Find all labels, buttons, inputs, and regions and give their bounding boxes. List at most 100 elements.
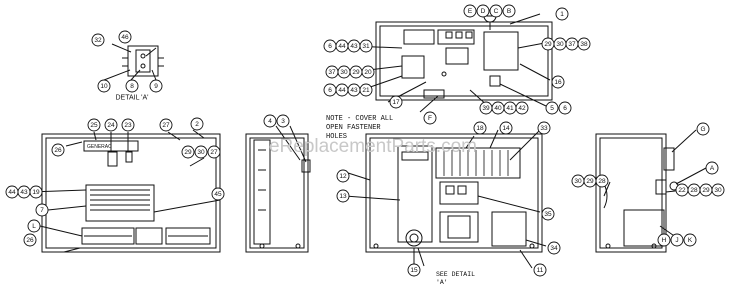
note-line-2: OPEN FASTENER (326, 124, 381, 132)
callout-label: 37 (328, 69, 336, 76)
callout-circle (541, 207, 555, 221)
callout-c37a: 37 (565, 37, 579, 51)
callout-label: 34 (550, 245, 558, 252)
callout-c37b: 37 (325, 65, 339, 79)
callout-c25: 25 (87, 118, 101, 132)
callout-label: 7 (40, 207, 44, 214)
callout-label: 27 (162, 122, 170, 129)
callout-circle (125, 79, 139, 93)
callout-c28b: 28 (687, 183, 701, 197)
callout-c44c: 44 (335, 83, 349, 97)
callout-label: 19 (32, 189, 40, 196)
callout-label: 27 (210, 149, 218, 156)
callout-c41: 41 (503, 101, 517, 115)
callout-c35: 35 (541, 207, 555, 221)
callout-c19: 19 (29, 185, 43, 199)
callout-cF: F (423, 111, 437, 125)
callout-label: 22 (678, 187, 686, 194)
callout-label: 1 (560, 11, 564, 18)
callout-label: B (507, 8, 511, 15)
callout-cA: A (705, 161, 719, 175)
callout-circle (27, 219, 41, 233)
detail-a-caption: DETAIL 'A' (115, 95, 148, 102)
callout-label: 43 (20, 189, 28, 196)
callout-c30e: 30 (711, 183, 725, 197)
callout-label: 30 (197, 149, 205, 156)
callout-c10: 10 (97, 79, 111, 93)
callout-cE: E (463, 4, 477, 18)
callout-label: 21 (362, 87, 370, 94)
callout-c29e: 29 (699, 183, 713, 197)
callout-c38: 38 (577, 37, 591, 51)
callout-circle (104, 118, 118, 132)
callout-c31: 31 (359, 39, 373, 53)
callout-c43c: 43 (347, 83, 361, 97)
callout-label: A (710, 165, 715, 172)
callout-circle (547, 241, 561, 255)
callout-label: 12 (339, 173, 347, 180)
callout-label: 30 (714, 187, 722, 194)
callout-c44: 44 (5, 185, 19, 199)
callout-label: 30 (574, 178, 582, 185)
callout-circle (473, 121, 487, 135)
callout-label: 29 (184, 149, 192, 156)
callout-label: 29 (544, 41, 552, 48)
callout-c32: 32 (91, 33, 105, 47)
callout-c20: 20 (361, 65, 375, 79)
callout-circle (551, 75, 565, 89)
callout-c44b: 44 (335, 39, 349, 53)
callout-circle (711, 183, 725, 197)
callout-label: 40 (494, 105, 502, 112)
note-line-3: HOLES (326, 133, 347, 141)
callout-cC: C (489, 4, 503, 18)
callout-label: 35 (544, 211, 552, 218)
callout-c2: 2 (190, 117, 204, 131)
callout-cL: L (27, 219, 41, 233)
callout-c16: 16 (551, 75, 565, 89)
callout-circle (657, 233, 671, 247)
callout-c13: 13 (336, 189, 350, 203)
callout-cD: D (476, 4, 490, 18)
callout-label: 28 (690, 187, 698, 194)
callout-label: 42 (518, 105, 526, 112)
callout-label: 11 (537, 267, 544, 274)
callout-circle (181, 145, 195, 159)
callout-label: 2 (195, 121, 199, 128)
callout-c45: 45 (211, 187, 225, 201)
callout-label: 30 (556, 41, 564, 48)
callout-circle (336, 189, 350, 203)
callout-circle (211, 187, 225, 201)
callout-label: 4 (268, 118, 272, 125)
callout-circle (159, 118, 173, 132)
callout-circle (263, 114, 277, 128)
side-view-left-drawing (245, 125, 311, 253)
callout-c15: 15 (407, 263, 421, 277)
callout-circle (190, 117, 204, 131)
callout-label: 10 (100, 83, 108, 90)
callout-cJ: J (670, 233, 684, 247)
see-detail-line-2: 'A' (436, 279, 448, 286)
callout-c30d: 30 (571, 174, 585, 188)
callout-circle (87, 118, 101, 132)
callout-circle (696, 122, 710, 136)
callout-c3: 3 (276, 114, 290, 128)
callout-c1: 1 (555, 7, 569, 21)
callout-circle (276, 114, 290, 128)
callout-label: 16 (554, 79, 562, 86)
callout-label: 18 (476, 125, 484, 132)
callout-label: 33 (540, 125, 548, 132)
callout-label: 6 (328, 87, 332, 94)
callout-circle (555, 7, 569, 21)
callout-c14: 14 (499, 121, 513, 135)
callout-label: 14 (502, 125, 510, 132)
callout-c18: 18 (473, 121, 487, 135)
callout-c26b: 26 (23, 233, 37, 247)
callout-label: 26 (26, 237, 34, 244)
callout-circle (476, 4, 490, 18)
callout-c29c: 29 (349, 65, 363, 79)
callout-label: G (700, 126, 705, 133)
callout-circle (35, 203, 49, 217)
callout-label: 29 (702, 187, 710, 194)
callout-c40: 40 (491, 101, 505, 115)
callout-c43a: 43 (17, 185, 31, 199)
